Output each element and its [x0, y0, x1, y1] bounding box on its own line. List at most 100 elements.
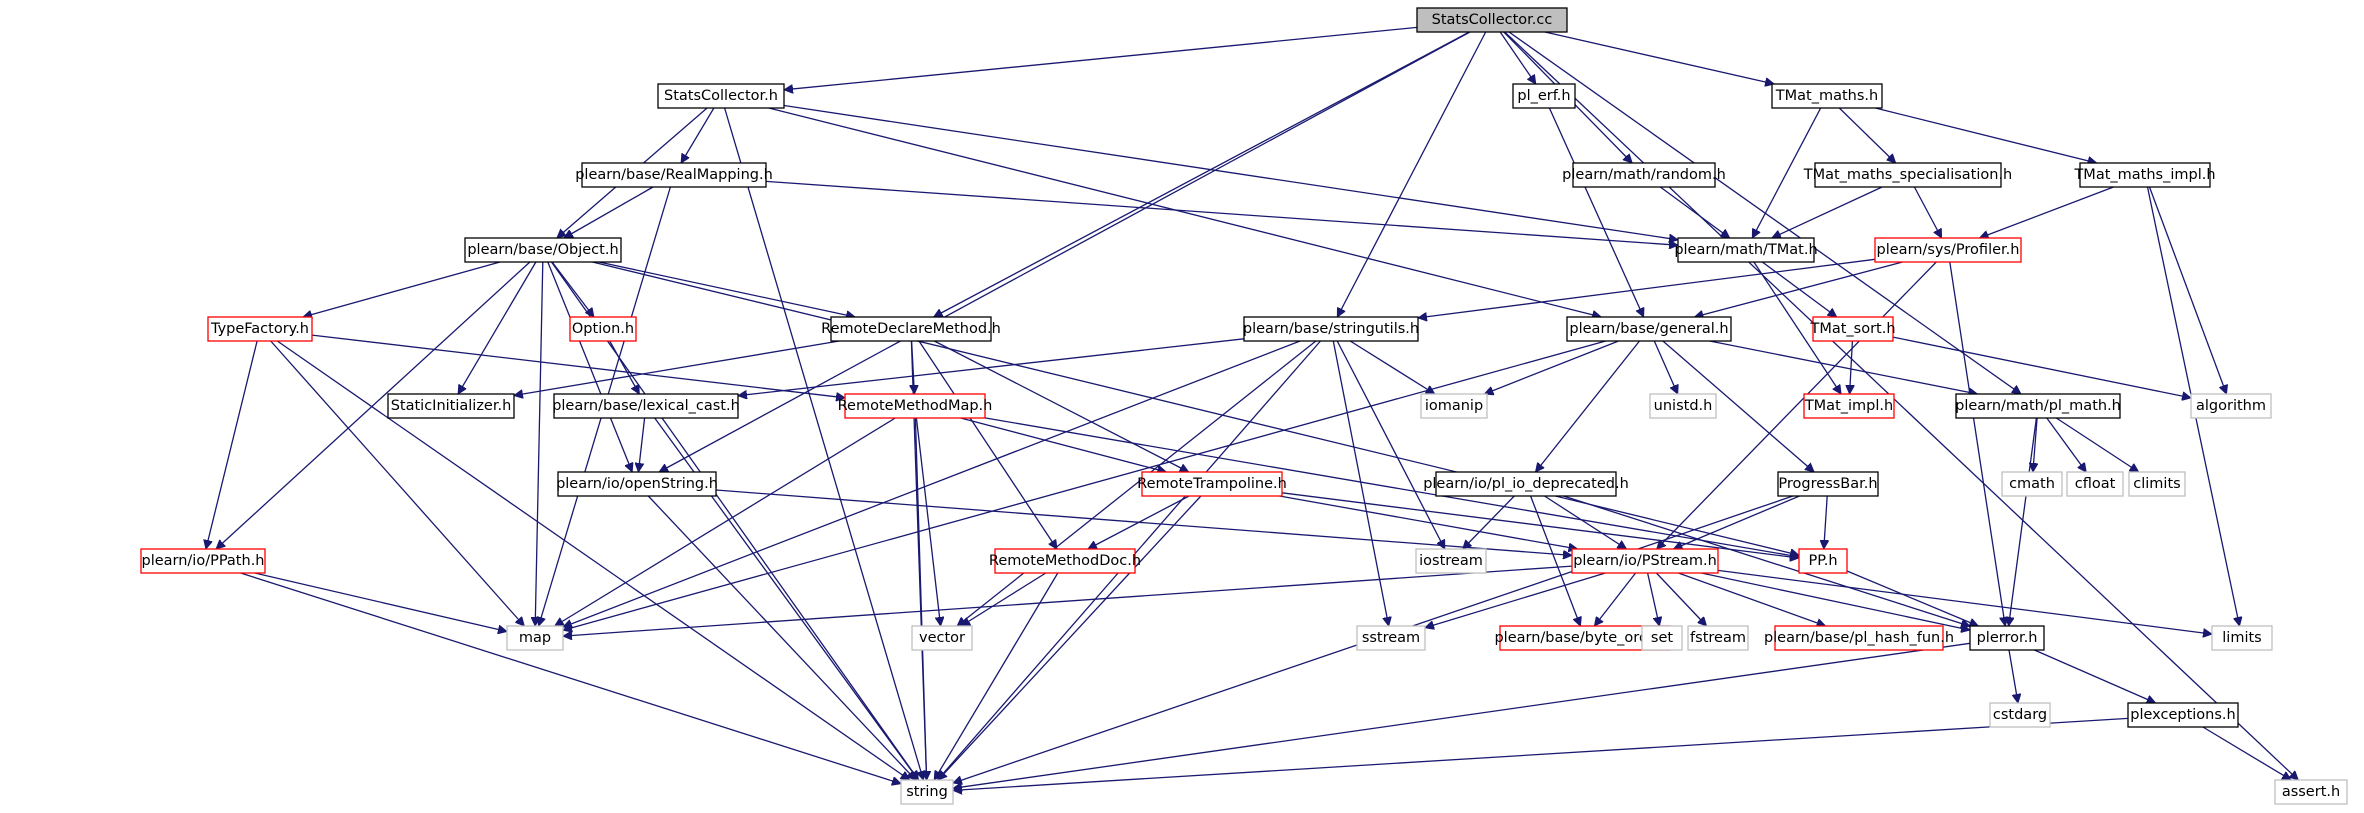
node-ppath[interactable]: plearn/io/PPath.h [140, 548, 266, 574]
node-remotemethodmap[interactable]: RemoteMethodMap.h [838, 393, 993, 419]
edge-tmat_maths-to-tmat_impl_maths [1875, 107, 2096, 163]
node-statscollector_h[interactable]: StatsCollector.h [657, 83, 785, 109]
node-box [844, 393, 986, 419]
node-label: iostream [1419, 553, 1483, 569]
node-tmat[interactable]: plearn/math/TMat.h [1674, 237, 1818, 263]
node-tmat_spec[interactable]: TMat_maths_specialisation.h [1803, 162, 2013, 188]
edge-remotetrampoline-to-string [938, 495, 1202, 780]
node-label: cfloat [2075, 476, 2116, 492]
node-pstream[interactable]: plearn/io/PStream.h [1571, 548, 1719, 574]
node-option[interactable]: Option.h [569, 316, 637, 342]
edge-root-to-remotedeclare [934, 31, 1470, 318]
edge-pl_io_dep-to-pstream [1544, 495, 1627, 549]
edge-object-to-option [551, 261, 594, 317]
edge-object-to-typefactory [303, 261, 501, 317]
node-label: string [906, 784, 948, 800]
node-box [830, 316, 992, 342]
edge-openstring-to-pstream [715, 489, 1572, 555]
node-box [1687, 625, 1749, 651]
node-box [2211, 625, 2273, 651]
node-profiler[interactable]: plearn/sys/Profiler.h [1874, 237, 2022, 263]
edge-tmat_spec-to-tmat [1772, 186, 1883, 238]
edge-remotemethodmap-to-vector [915, 417, 940, 626]
node-lexical_cast[interactable]: plearn/base/lexical_cast.h [552, 393, 740, 419]
node-plexceptions[interactable]: plexceptions.h [2127, 702, 2239, 728]
edge-remotedeclare-to-remotetrampoline [934, 340, 1188, 473]
node-tmat_maths[interactable]: TMat_maths.h [1771, 83, 1883, 109]
edge-root-to-statscollector_h [784, 26, 1418, 89]
node-climits: climits [2128, 471, 2186, 497]
edge-layer [206, 26, 2298, 790]
node-pl_math[interactable]: plearn/math/pl_math.h [1955, 393, 2121, 419]
node-openstring[interactable]: plearn/io/openString.h [556, 471, 718, 497]
node-remotedeclare[interactable]: RemoteDeclareMethod.h [821, 316, 1001, 342]
node-plerror[interactable]: plerror.h [1969, 625, 2045, 651]
edge-pstream-to-pl_hash_fun [1678, 572, 1825, 626]
edge-pl_math-to-climits [2055, 417, 2138, 472]
node-label: RemoteDeclareMethod.h [821, 321, 1001, 337]
node-label: plearn/base/general.h [1569, 321, 1728, 337]
edge-remotemethodmap-to-map [555, 417, 896, 627]
node-tmat_sort[interactable]: TMat_sort.h [1809, 316, 1896, 342]
edge-typefactory-to-map [270, 340, 525, 626]
edge-plerror-to-plexceptions [2034, 649, 2155, 703]
node-label: plearn/base/RealMapping.h [575, 167, 773, 183]
edge-pl_math-to-plerror [2009, 417, 2038, 626]
node-label: plearn/io/pl_io_deprecated.h [1423, 476, 1629, 492]
edge-general-to-map [563, 340, 1606, 630]
node-remotemethoddoc[interactable]: RemoteMethodDoc.h [989, 548, 1141, 574]
node-algorithm: algorithm [2190, 393, 2272, 419]
node-box [994, 548, 1136, 574]
edge-progressbar-to-pp [1824, 495, 1827, 549]
node-stringutils[interactable]: plearn/base/stringutils.h [1243, 316, 1419, 342]
node-box [1803, 393, 1895, 419]
edge-pl_math-to-cfloat [2046, 417, 2086, 472]
edge-stringutils-to-sstream [1332, 340, 1388, 626]
node-tmat_impl[interactable]: TMat_impl.h [1803, 393, 1895, 419]
node-tmat_impl_maths[interactable]: TMat_maths_impl.h [2073, 162, 2216, 188]
node-typefactory[interactable]: TypeFactory.h [207, 316, 313, 342]
node-realmapping[interactable]: plearn/base/RealMapping.h [575, 162, 773, 188]
node-box [140, 548, 266, 574]
node-label: plerror.h [1977, 630, 2038, 646]
node-label: iomanip [1425, 398, 1483, 414]
node-label: plearn/base/stringutils.h [1243, 321, 1419, 337]
node-general[interactable]: plearn/base/general.h [1566, 316, 1732, 342]
node-box [1677, 237, 1815, 263]
node-root[interactable]: StatsCollector.cc [1416, 7, 1568, 33]
edge-profiler-to-pstream [1657, 261, 1937, 549]
node-remotetrampoline[interactable]: RemoteTrampoline.h [1137, 471, 1287, 497]
edge-object-to-openstring [547, 261, 632, 472]
edge-pstream-to-map [563, 565, 1573, 636]
node-box [1641, 625, 1683, 651]
node-staticinit[interactable]: StaticInitializer.h [387, 393, 515, 419]
node-label: PP.h [1808, 553, 1837, 569]
node-label: plearn/base/pl_hash_fun.h [1764, 630, 1954, 646]
node-pl_io_dep[interactable]: plearn/io/pl_io_deprecated.h [1423, 471, 1629, 497]
edge-lexical_cast-to-openstring [638, 417, 646, 472]
edge-object-to-string [550, 261, 919, 780]
node-vector: vector [911, 625, 973, 651]
node-box [1771, 83, 1883, 109]
node-label: TMat_maths.h [1775, 88, 1878, 104]
node-label: plearn/math/pl_math.h [1955, 398, 2121, 414]
node-progressbar[interactable]: ProgressBar.h [1777, 471, 1879, 497]
node-fstream: fstream [1687, 625, 1749, 651]
node-box [1955, 393, 2121, 419]
edge-remotemethoddoc-to-vector [961, 572, 1047, 627]
node-random[interactable]: plearn/math/random.h [1562, 162, 1726, 188]
node-pl_erf[interactable]: pl_erf.h [1512, 83, 1576, 109]
edge-object-to-ppath [216, 261, 531, 549]
node-object[interactable]: plearn/base/Object.h [464, 237, 622, 263]
node-label: TMat_maths_specialisation.h [1803, 167, 2013, 183]
node-box [581, 162, 767, 188]
node-box [1969, 625, 2045, 651]
node-label: plearn/sys/Profiler.h [1877, 242, 2020, 258]
node-pl_hash_fun[interactable]: plearn/base/pl_hash_fun.h [1764, 625, 1954, 651]
node-box [1814, 162, 2002, 188]
node-label: plexceptions.h [2130, 707, 2235, 723]
node-pp[interactable]: PP.h [1798, 548, 1848, 574]
edge-progressbar-to-pstream [1674, 495, 1800, 549]
